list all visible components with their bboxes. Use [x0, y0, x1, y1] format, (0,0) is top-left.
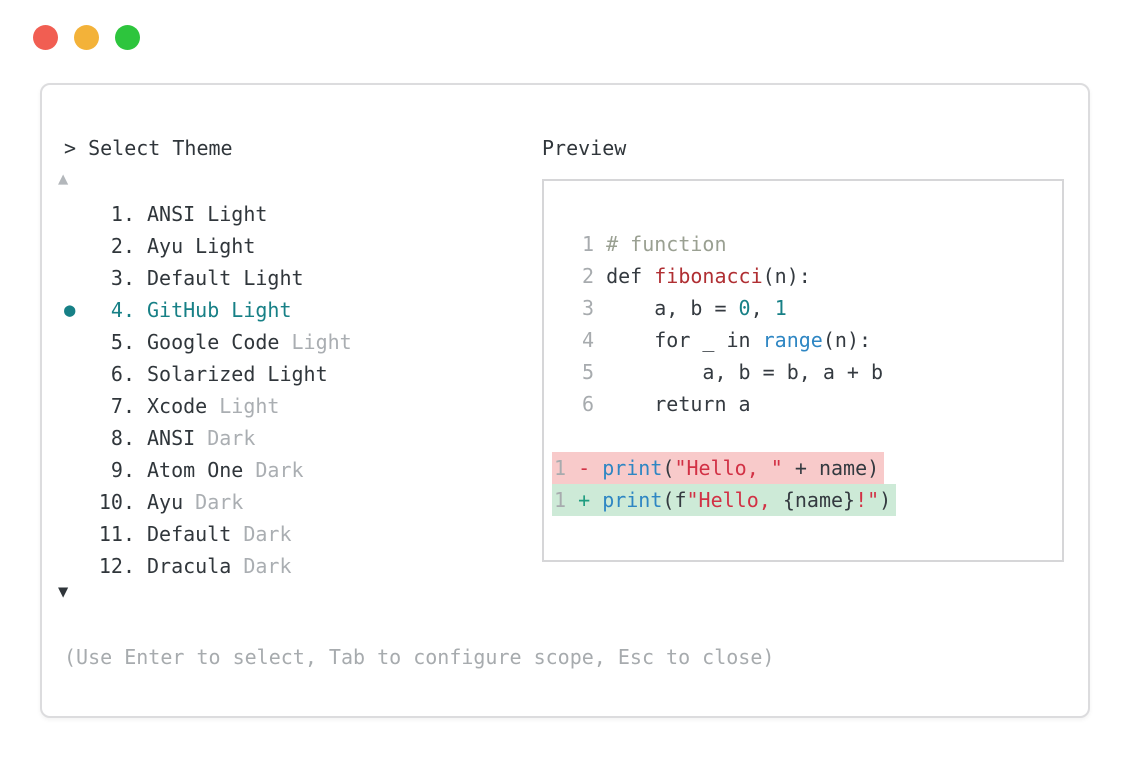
code-line-content: 3 a, b = 0, 1 — [582, 296, 787, 320]
keyboard-hint: (Use Enter to select, Tab to configure s… — [64, 645, 775, 669]
select-theme-prompt: > Select Theme — [64, 136, 233, 160]
code-line: 1 - print("Hello, " + name) — [552, 452, 1062, 484]
preview-title: Preview — [542, 136, 627, 160]
selected-bullet-icon: ● — [64, 299, 76, 321]
code-line-content: 1 - print("Hello, " + name) — [552, 452, 885, 484]
theme-option-number: 9. — [110, 458, 135, 482]
theme-option-label: Default Light — [147, 266, 304, 290]
theme-option-number: 8. — [110, 426, 135, 450]
theme-option-xcode[interactable]: 7. Xcode Light — [64, 390, 352, 422]
theme-option-label: GitHub Light — [147, 298, 292, 322]
theme-option-label: Default — [147, 522, 244, 546]
theme-option-variant: Light — [291, 330, 352, 354]
theme-option-dracula[interactable]: 12. Dracula Dark — [64, 550, 352, 582]
theme-option-github-light[interactable]: ● 4. GitHub Light — [64, 294, 352, 326]
theme-option-ansi[interactable]: 8. ANSI Dark — [64, 422, 352, 454]
theme-option-google-code[interactable]: 5. Google Code Light — [64, 326, 352, 358]
theme-option-default-light[interactable]: 3. Default Light — [64, 262, 352, 294]
theme-option-variant: Dark — [195, 490, 244, 514]
code-line: 1 # function — [552, 228, 1062, 260]
theme-option-variant: Dark — [243, 554, 292, 578]
code-line-content: 6 return a — [582, 392, 751, 416]
theme-option-label: Xcode — [147, 394, 220, 418]
theme-option-ansi-light[interactable]: 1. ANSI Light — [64, 198, 352, 230]
code-blank-line — [552, 420, 1062, 452]
minimize-button[interactable] — [74, 25, 99, 50]
theme-option-variant: Dark — [207, 426, 256, 450]
theme-option-label: Solarized Light — [147, 362, 328, 386]
theme-list: 1. ANSI Light 2. Ayu Light 3. Default Light ● 4… — [64, 198, 352, 582]
theme-option-label: Dracula — [147, 554, 244, 578]
theme-option-ayu-light[interactable]: 2. Ayu Light — [64, 230, 352, 262]
theme-option-ayu[interactable]: 10. Ayu Dark — [64, 486, 352, 518]
theme-option-number: 7. — [110, 394, 135, 418]
theme-option-number: 10. — [98, 490, 135, 514]
code-line-content: 1 + print(f"Hello, {name}!") — [552, 484, 897, 516]
maximize-button[interactable] — [115, 25, 140, 50]
theme-option-number: 3. — [110, 266, 135, 290]
theme-option-number: 4. — [110, 298, 135, 322]
code-line-content: 2 def fibonacci(n): — [582, 264, 811, 288]
theme-option-atom-one[interactable]: 9. Atom One Dark — [64, 454, 352, 486]
code-line-content: 5 a, b = b, a + b — [582, 360, 884, 384]
theme-option-label: ANSI Light — [147, 202, 268, 226]
preview-pane: 1 # function 2 def fibonacci(n): 3 a, b = … — [542, 179, 1064, 562]
code-line: 1 + print(f"Hello, {name}!") — [552, 484, 1062, 516]
code-line-content: 1 # function — [582, 232, 727, 256]
scroll-down-icon[interactable]: ▼ — [58, 582, 69, 602]
code-line: 2 def fibonacci(n): — [552, 260, 1062, 292]
theme-option-label: Ayu Light — [147, 234, 256, 258]
theme-option-variant: Dark — [255, 458, 304, 482]
theme-option-variant: Light — [219, 394, 280, 418]
code-line: 4 for _ in range(n): — [552, 324, 1062, 356]
theme-option-number: 1. — [110, 202, 135, 226]
code-line: 5 a, b = b, a + b — [552, 356, 1062, 388]
code-line-content: 4 for _ in range(n): — [582, 328, 872, 352]
code-line: 3 a, b = 0, 1 — [552, 292, 1062, 324]
theme-option-label: Ayu — [147, 490, 196, 514]
theme-option-label: ANSI — [147, 426, 208, 450]
theme-option-number: 11. — [98, 522, 135, 546]
theme-option-solarized-light[interactable]: 6. Solarized Light — [64, 358, 352, 390]
theme-option-number: 12. — [98, 554, 135, 578]
theme-option-default[interactable]: 11. Default Dark — [64, 518, 352, 550]
theme-option-number: 5. — [110, 330, 135, 354]
scroll-up-icon[interactable]: ▲ — [58, 169, 69, 189]
theme-option-label: Atom One — [147, 458, 256, 482]
theme-picker-dialog: > Select Theme ▲ 1. ANSI Light 2. Ayu Light… — [40, 83, 1090, 718]
theme-option-number: 6. — [110, 362, 135, 386]
theme-option-variant: Dark — [243, 522, 292, 546]
code-line: 6 return a — [552, 388, 1062, 420]
close-button[interactable] — [33, 25, 58, 50]
theme-option-label: Google Code — [147, 330, 292, 354]
theme-option-number: 2. — [110, 234, 135, 258]
window-controls — [33, 25, 140, 50]
